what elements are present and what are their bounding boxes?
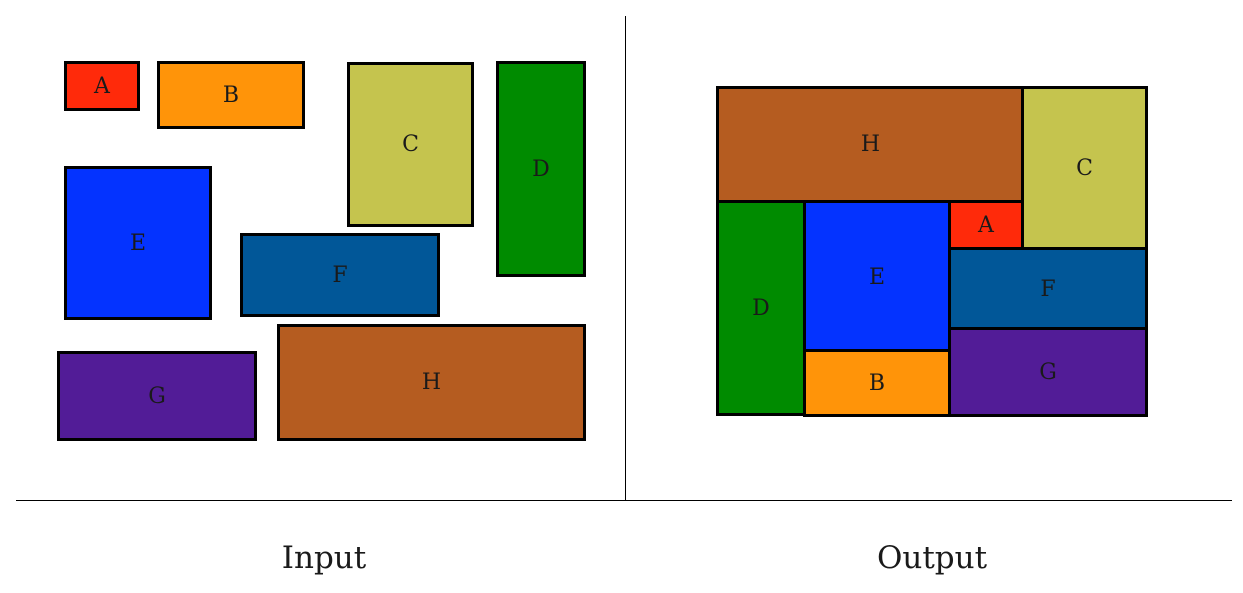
output-rect-e: E [803,200,951,354]
input-rect-a: A [64,61,140,111]
output-rect-c: C [1021,86,1148,251]
input-rect-b: B [157,61,305,129]
input-rect-g: G [57,351,257,441]
output-rect-f: F [948,247,1148,331]
output-caption: Output [876,540,988,576]
output-rect-b: B [803,349,951,417]
input-rect-c: C [347,62,474,227]
input-rect-f: F [240,233,440,317]
input-caption: Input [281,540,367,576]
horizontal-divider [16,500,1232,501]
input-rect-d: D [496,61,586,277]
vertical-divider [625,16,626,501]
input-rect-e: E [64,166,212,320]
output-rect-a: A [948,200,1024,250]
input-rect-h: H [277,324,586,441]
output-rect-d: D [716,200,806,416]
output-rect-h: H [716,86,1025,203]
output-rect-g: G [948,327,1148,417]
